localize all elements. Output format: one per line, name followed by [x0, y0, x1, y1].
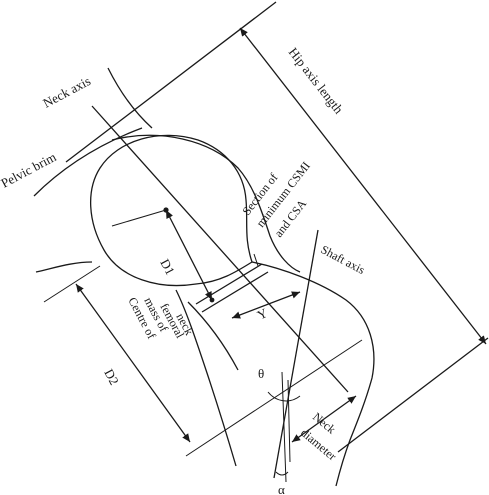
neck-axis-label: Neck axis: [40, 73, 93, 110]
d1-label: D1: [157, 256, 178, 277]
hip-axis-length-line: [239, 27, 487, 345]
alpha-label: α: [278, 482, 285, 495]
neck-diameter-line: [291, 395, 357, 443]
shaft-lower-stub: [287, 379, 291, 463]
shaft-axis-line: [273, 229, 319, 479]
femoral-head-centre-dot: [163, 207, 169, 213]
y-label: Y: [255, 305, 271, 323]
centre-of-mass-dot: [209, 297, 215, 303]
inferior-neck-curve: [35, 261, 93, 273]
d2-dimension-line: [75, 283, 191, 443]
pelvic-brim-upper-curve: [107, 67, 153, 129]
alpha-angle-arc: [275, 471, 289, 476]
min-section-line-a: [195, 263, 263, 305]
pelvic-brim-curve: [33, 127, 143, 197]
pelvic-brim-label: Pelvic brim: [0, 149, 59, 191]
vertical-reference-line: [281, 371, 287, 483]
y-dimension-line: [231, 291, 301, 319]
d1-dimension-line: [165, 209, 213, 301]
section-label-leader: [253, 253, 259, 267]
hip-axis-bottom-tick: [337, 337, 489, 453]
theta-label: θ: [258, 366, 264, 381]
hip-axis-top-tick: [65, 1, 277, 163]
d1-top-reference: [111, 209, 167, 227]
greater-trochanter-outline: [251, 261, 375, 487]
hip-axis-length-label: Hip axis length: [286, 45, 347, 117]
d2-top-reference: [43, 265, 101, 303]
theta-angle-arc: [267, 391, 301, 402]
shaft-axis-label: Shaft axis: [319, 242, 368, 277]
neck-axis-line: [91, 105, 349, 393]
medial-cortex-curve: [187, 301, 239, 371]
d2-label: D2: [101, 366, 122, 387]
